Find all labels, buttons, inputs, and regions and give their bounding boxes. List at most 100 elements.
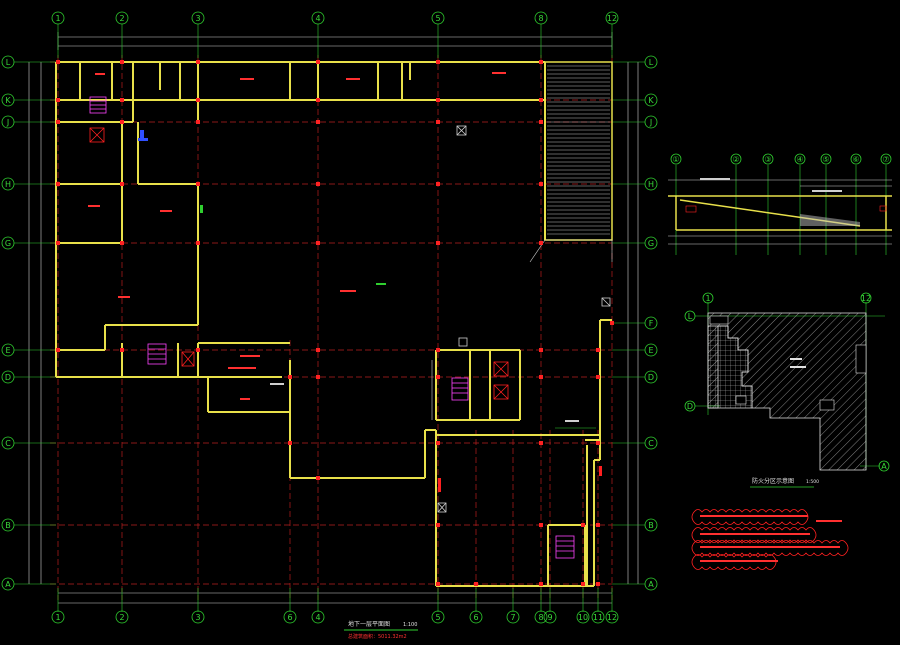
grid-bubble-right-label: D xyxy=(648,373,654,382)
grid-bubble-top: 1 xyxy=(51,11,65,25)
grid-bubble-right: F xyxy=(644,316,658,330)
structural-column xyxy=(316,98,320,102)
structural-column xyxy=(596,375,600,379)
grid-bubble-bottom: 5 xyxy=(431,610,445,624)
section-bubble-label: ⑤ xyxy=(822,155,829,164)
grid-bubble-bottom-label: 10 xyxy=(578,613,588,622)
grid-bubble-right-label: A xyxy=(648,580,654,589)
grid-bubble-left-label: H xyxy=(5,180,11,189)
inset-plan-scale: 1:500 xyxy=(806,479,819,485)
grid-bubble-left: E xyxy=(1,343,15,357)
left-dimension-lines xyxy=(28,62,42,584)
structural-column xyxy=(196,241,200,245)
structural-column xyxy=(581,523,585,527)
grid-bubble-bottom: 8 xyxy=(534,610,548,624)
section-bubble-label: ① xyxy=(672,155,679,164)
grid-bubble-bottom: 7 xyxy=(506,610,520,624)
section-bubble: ④ xyxy=(794,153,806,165)
structural-column xyxy=(596,582,600,586)
structural-column xyxy=(56,98,60,102)
structural-column xyxy=(316,476,320,480)
inset-bubble-label: A xyxy=(881,462,887,471)
structural-column xyxy=(120,98,124,102)
structural-column xyxy=(436,441,440,445)
main-title: 地下一层平面图 xyxy=(348,620,390,628)
grid-bubble-right: B xyxy=(644,518,658,532)
grid-bubble-right: G xyxy=(644,236,658,250)
grid-bubble-left-label: E xyxy=(5,346,10,355)
grid-bubble-top-label: 5 xyxy=(435,14,440,23)
structural-column xyxy=(596,523,600,527)
grid-bubble-top-label: 3 xyxy=(195,14,200,23)
grid-bubble-right-label: B xyxy=(648,521,654,530)
structural-column xyxy=(539,182,543,186)
structural-column xyxy=(316,120,320,124)
structural-column xyxy=(316,375,320,379)
grid-bubble-right-label: E xyxy=(648,346,653,355)
grid-bubble-bottom: 9 xyxy=(543,610,557,624)
structural-column xyxy=(610,321,614,325)
section-bubble: ⑤ xyxy=(820,153,832,165)
grid-bubble-right-label: L xyxy=(649,58,654,67)
structural-column xyxy=(539,523,543,527)
structural-column xyxy=(539,582,543,586)
grid-bubble-left-label: K xyxy=(5,96,11,105)
grid-bubble-left-label: B xyxy=(5,521,11,530)
grid-bubble-bottom: 1 xyxy=(51,610,65,624)
grid-bubble-right: L xyxy=(644,55,658,69)
grid-bubble-right-label: K xyxy=(648,96,654,105)
structural-column xyxy=(581,582,585,586)
structural-column xyxy=(120,60,124,64)
grid-bubble-right: H xyxy=(644,177,658,191)
structural-column xyxy=(539,98,543,102)
grid-bubble-right-label: G xyxy=(648,239,654,248)
grid-bubble-top: 12 xyxy=(605,11,619,25)
structural-column xyxy=(316,182,320,186)
section-bubble: ⑦ xyxy=(880,153,892,165)
section-bubble-label: ② xyxy=(732,155,739,164)
structural-column xyxy=(436,348,440,352)
grid-bubble-left: L xyxy=(1,55,15,69)
inset-plan-title: 防火分区示意图 xyxy=(752,477,794,485)
structural-column xyxy=(56,348,60,352)
bottom-dimension-lines xyxy=(58,592,612,604)
shaft-markers xyxy=(437,125,611,513)
structural-column xyxy=(196,348,200,352)
grid-bubble-top: 3 xyxy=(191,11,205,25)
grid-bubble-bottom-label: 5 xyxy=(435,613,440,622)
structural-column xyxy=(288,375,292,379)
grid-bubble-right-label: F xyxy=(649,319,654,328)
structural-column xyxy=(120,120,124,124)
grid-bubble-bottom: 6 xyxy=(283,610,297,624)
structural-column xyxy=(539,120,543,124)
structural-column xyxy=(539,441,543,445)
grid-bubble-top-label: 2 xyxy=(119,14,124,23)
grid-bubble-bottom-label: 6 xyxy=(473,613,478,622)
grid-bubble-bottom-label: 2 xyxy=(119,613,124,622)
grid-bubble-right-label: H xyxy=(648,180,654,189)
structural-column xyxy=(196,120,200,124)
grid-bubble-bottom-label: 1 xyxy=(55,613,60,622)
structural-column xyxy=(316,348,320,352)
structural-columns xyxy=(56,60,614,586)
structural-column xyxy=(56,241,60,245)
grid-bubble-left: G xyxy=(1,236,15,250)
inset-bubble: 1 xyxy=(702,292,714,304)
grid-bubble-left-label: C xyxy=(5,439,11,448)
section-bubble-label: ⑦ xyxy=(882,155,889,164)
grid-bubble-right: C xyxy=(644,436,658,450)
structural-column xyxy=(120,241,124,245)
structural-column xyxy=(596,348,600,352)
inset-bubble-label: 1 xyxy=(705,294,710,303)
grid-bubble-right: E xyxy=(644,343,658,357)
structural-column xyxy=(539,375,543,379)
grid-bubble-top-label: 12 xyxy=(607,14,617,23)
structural-column xyxy=(539,241,543,245)
grid-bubble-top: 8 xyxy=(534,11,548,25)
